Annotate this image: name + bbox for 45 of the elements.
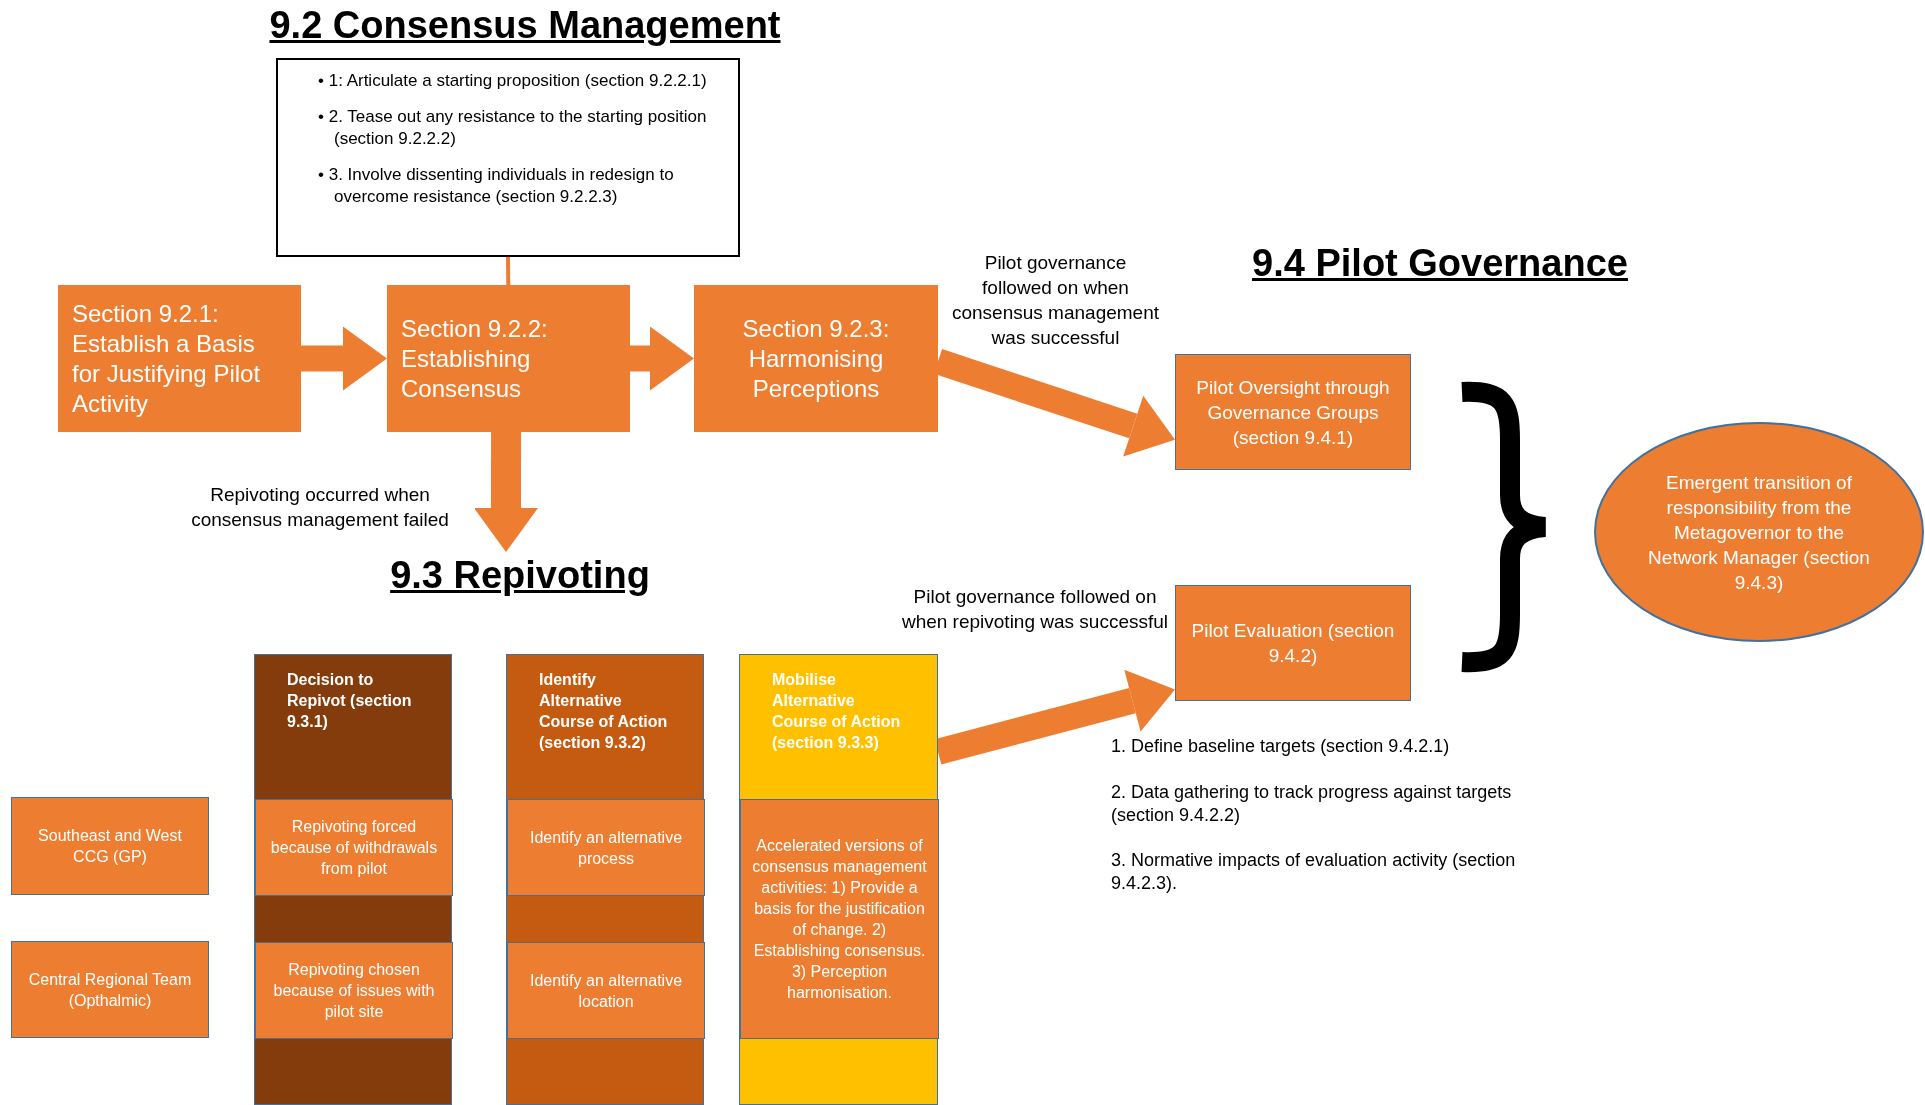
column-panel [254, 654, 452, 1105]
list-item: 1. Define baseline targets (section 9.4.2.1) [1111, 735, 1451, 758]
list-item: • 3. Involve dissenting individuals in redesign to overcome resistance (section 9.2.2.3) [318, 164, 675, 208]
column-heading: Mobilise Alternative Course of Action (section 9.3.3) [772, 670, 902, 753]
process-box [1175, 585, 1411, 701]
process-box [387, 285, 630, 432]
process-box [694, 285, 938, 432]
section-heading: 9.4 Pilot Governance [1251, 241, 1629, 286]
process-box [1175, 354, 1411, 470]
process-box [58, 285, 301, 432]
block-arrow [301, 326, 387, 391]
column-panel [739, 654, 938, 1105]
connector-line [506, 256, 511, 286]
box-text: Southeast and West CCG (GP) [37, 826, 183, 867]
process-box [11, 797, 209, 895]
box-text: Section 9.2.2: Establishing Consensus [401, 313, 549, 404]
block-arrow [630, 326, 694, 391]
box-text: Pilot Oversight through Governance Groups (section 9.4.1) [1195, 375, 1391, 450]
section-heading: 9.2 Consensus Management [268, 3, 782, 48]
list-item: 3. Normative impacts of evaluation activity (section 9.4.2.3). [1111, 849, 1517, 895]
process-box [507, 799, 705, 896]
box-text: Pilot Evaluation (section 9.4.2) [1190, 619, 1396, 668]
box-text: Identify an alternative location [528, 970, 684, 1012]
list-item: • 1: Articulate a starting proposition (section 9.2.2.1) [318, 70, 708, 92]
process-box [507, 942, 705, 1039]
list-item: • 2. Tease out any resistance to the starting position (section 9.2.2.2) [318, 106, 708, 150]
block-arrow [474, 432, 538, 552]
process-box [255, 799, 453, 896]
box-text: Accelerated versions of consensus management activities: 1) Provide a basis for the justification of change. 2) Establishing consensus. 3) Perception harmonisation. [751, 836, 928, 1003]
box-text: Repivoting forced because of withdrawals from pilot [269, 817, 439, 879]
ellipse-text: Emergent transition of responsibility from the Metagovernor to the Network Manager (section 9.4.3) [1647, 470, 1871, 595]
bullet-list-box [276, 58, 740, 257]
column-heading: Identify Alternative Course of Action (section 9.3.2) [539, 670, 669, 753]
box-text: Identify an alternative process [528, 827, 684, 869]
process-box [255, 942, 453, 1039]
column-heading: Decision to Repivot (section 9.3.1) [287, 670, 413, 732]
column-panel [506, 654, 704, 1105]
process-box [11, 941, 209, 1038]
list-item: 2. Data gathering to track progress against targets (section 9.4.2.2) [1111, 781, 1513, 827]
box-text: Section 9.2.1: Establish a Basis for Justifying Pilot Activity [72, 298, 262, 419]
box-text: Central Regional Team (Opthalmic) [27, 969, 193, 1011]
section-heading: 9.3 Repivoting [330, 552, 710, 598]
box-text: Section 9.2.3: Harmonising Perceptions [741, 313, 891, 404]
box-text: Repivoting chosen because of issues with pilot site [272, 960, 436, 1022]
process-box [740, 799, 939, 1039]
